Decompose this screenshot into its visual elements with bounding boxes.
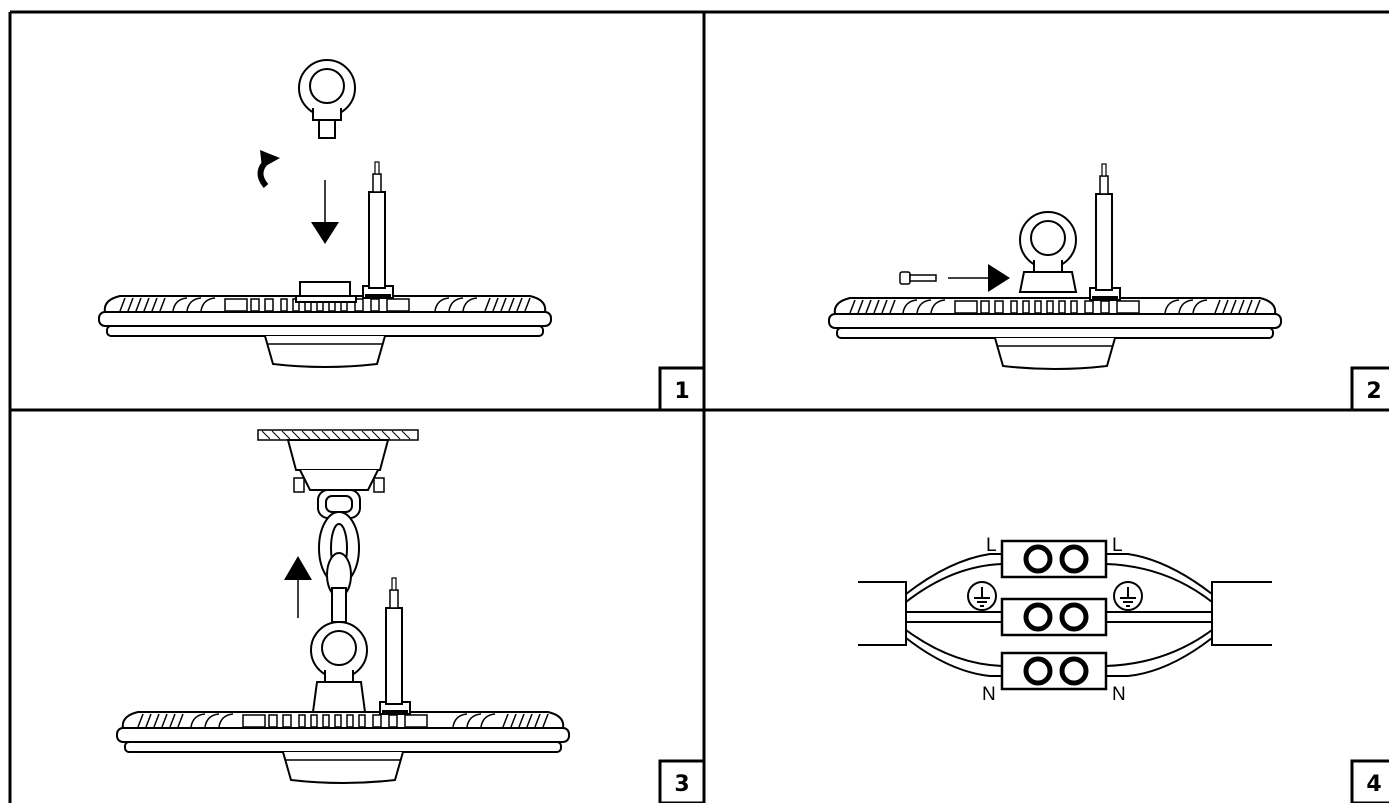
ceiling-mount: [257, 429, 419, 493]
right-arrow-head: [988, 264, 1010, 292]
earth-ground-icon: [1113, 581, 1143, 611]
label-live-right: L: [1112, 535, 1123, 556]
down-arrow-head: [311, 222, 339, 244]
eye-bolt: [298, 59, 356, 139]
step-number-1: 1: [674, 379, 689, 404]
fixture-body: [116, 711, 570, 784]
step-number-3: 3: [674, 772, 689, 797]
label-neutral-right: N: [1112, 684, 1126, 705]
cable-jacket-left: [858, 581, 907, 646]
step-number-box: [658, 759, 706, 803]
mounting-boss: [295, 281, 357, 303]
bolt-pin: [899, 271, 937, 285]
cable-gland: [1088, 162, 1122, 302]
eye-bolt: [1018, 211, 1078, 293]
eye-bolt: [310, 621, 368, 713]
label-live-left: L: [986, 535, 997, 556]
up-arrow-head: [284, 556, 312, 580]
terminal-block-live: [1002, 541, 1106, 577]
label-neutral-left: N: [982, 684, 996, 705]
conductor-wires: [905, 553, 1213, 677]
earth-ground-icon: [967, 581, 997, 611]
panel-step-2: 2: [828, 162, 1389, 412]
step-number-4: 4: [1366, 772, 1381, 797]
fixture-body: [98, 295, 552, 368]
step-number-2: 2: [1366, 379, 1381, 404]
cable-gland: [378, 576, 412, 716]
panel-step-3: 3: [116, 429, 706, 803]
step-number-box: [658, 366, 706, 412]
cable-gland: [361, 160, 395, 300]
terminal-block-neutral: [1002, 653, 1106, 689]
panel-step-1: 1: [98, 59, 706, 412]
cable-jacket-right: [1211, 581, 1272, 646]
panel-step-4: L L N N 4: [858, 535, 1389, 803]
hanging-chain: [317, 489, 361, 623]
rotate-arrow-head: [260, 150, 280, 168]
step-number-box: [1350, 366, 1389, 412]
fixture-body: [828, 297, 1282, 370]
step-number-box: [1350, 759, 1389, 803]
terminal-block-earth: [1002, 599, 1106, 635]
